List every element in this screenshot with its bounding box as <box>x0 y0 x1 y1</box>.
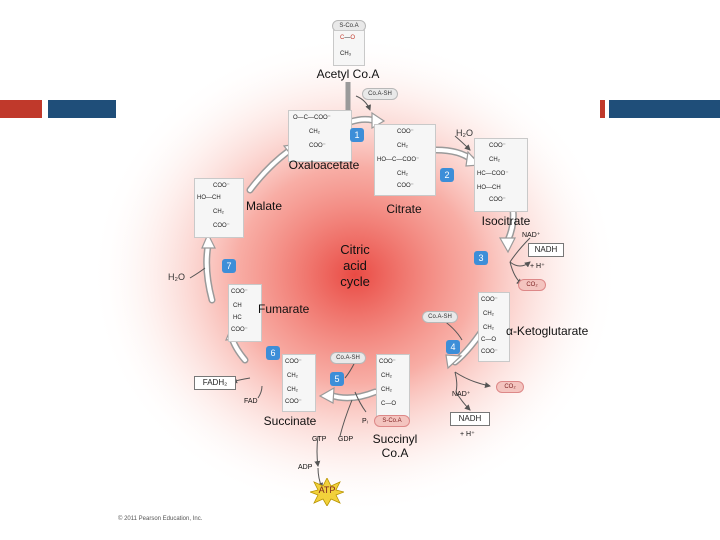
nadh-step3-box: NADH <box>528 243 564 257</box>
fumarate-label: Fumarate <box>258 302 310 316</box>
alpha-ketoglutarate-label: α-Ketoglutarate <box>506 324 589 338</box>
oxaloacetate-label: Oxaloacetate <box>288 158 360 172</box>
step-4-badge: 4 <box>446 340 460 354</box>
step-2-badge: 2 <box>440 168 454 182</box>
succinate-label: Succinate <box>263 414 317 428</box>
isocitrate-structure: COO⁻ CH₂ HC—COO⁻ HO—CH COO⁻ <box>474 138 528 212</box>
succinyl-coa-label-line2: Co.A <box>381 446 409 460</box>
coa-sh-step1-pill: Co.A-SH <box>362 88 398 100</box>
alpha-ketoglutarate-structure: COO⁻ CH₂ CH₂ C—O COO⁻ <box>478 292 510 362</box>
center-label-line1: Citric <box>340 242 370 257</box>
h-step4-label: + H⁺ <box>460 431 475 438</box>
header-bar-red-left <box>0 100 42 118</box>
fad-label: FAD <box>244 398 258 405</box>
h2o-step7-label: H₂O <box>168 272 185 282</box>
step-5-badge: 5 <box>330 372 344 386</box>
acetyl-coa-label: Acetyl Co.A <box>316 67 380 81</box>
header-bar-navy-left <box>48 100 116 118</box>
succinyl-coa-label-line1: Succinyl <box>372 432 418 446</box>
center-label-line3: cycle <box>340 274 370 289</box>
isocitrate-label: Isocitrate <box>481 214 531 228</box>
gtp-label: GTP <box>312 436 327 443</box>
citrate-label: Citrate <box>386 202 422 216</box>
copyright-text: © 2011 Pearson Education, Inc. <box>118 516 203 522</box>
coa-sh-step4-pill: Co.A-SH <box>422 311 458 323</box>
nadh-step4-box: NADH <box>450 412 490 426</box>
pi-label: Pᵢ <box>362 418 368 425</box>
malate-label: Malate <box>246 199 283 213</box>
coa-sh-step5-pill: Co.A-SH <box>330 352 366 364</box>
co2-step3-pill: CO₂ <box>518 279 546 291</box>
step-1-badge: 1 <box>350 128 364 142</box>
co2-step4-pill: CO₂ <box>496 381 524 393</box>
gdp-label: GDP <box>338 436 354 443</box>
step-3-badge: 3 <box>474 251 488 265</box>
succinate-structure: COO⁻ CH₂ CH₂ COO⁻ <box>282 354 316 412</box>
malate-structure: COO⁻ HO—CH CH₂ COO⁻ <box>194 178 244 238</box>
adp-label: ADP <box>298 464 313 471</box>
header-bar-navy-right <box>609 100 720 118</box>
nad-step3-label: NAD⁺ <box>522 232 541 239</box>
h-step3-label: + H⁺ <box>530 263 545 270</box>
step-7-badge: 7 <box>222 259 236 273</box>
header-bar-red-right <box>600 100 605 118</box>
center-label-line2: acid <box>343 258 367 273</box>
atp-label: ATP <box>318 485 336 495</box>
step-6-badge: 6 <box>266 346 280 360</box>
oxaloacetate-structure: O—C—COO⁻ CH₂ COO⁻ <box>288 110 352 162</box>
s-coa-step5-pill: S-Co.A <box>374 415 410 427</box>
nad-step4-label: NAD⁺ <box>452 391 471 398</box>
fumarate-structure: COO⁻ CH HC COO⁻ <box>228 284 262 342</box>
acetyl-coa-structure: C—O CH₃ <box>333 30 365 66</box>
atp-burst: ATP <box>308 477 346 507</box>
h2o-step2-label: H₂O <box>456 128 473 138</box>
center-cycle-label: Citric acid cycle <box>318 242 392 290</box>
fadh2-box: FADH₂ <box>194 376 236 390</box>
citrate-structure: COO⁻ CH₂ HO—C—COO⁻ CH₂ COO⁻ <box>374 124 436 196</box>
succinyl-coa-structure: COO⁻ CH₂ CH₂ C—O <box>376 354 410 422</box>
